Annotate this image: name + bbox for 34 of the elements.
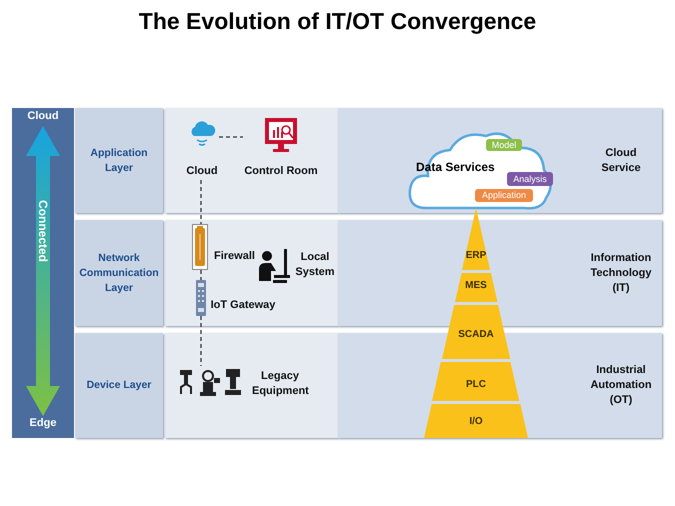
device-label: Local System (294, 250, 336, 280)
layer-panel (75, 108, 163, 213)
tag-label: Analysis (507, 172, 553, 186)
layer-panel (338, 108, 662, 213)
level-label: MES (464, 280, 488, 291)
device-label: Cloud (185, 164, 219, 179)
title: The Evolution of IT/OT Convergence (138, 8, 536, 34)
tag-label: Application (475, 189, 533, 202)
connector-line (200, 270, 202, 280)
level-label: PLC (464, 379, 487, 390)
level-label: I/O (468, 416, 484, 427)
tag-label: Model (486, 139, 522, 151)
device-label: Legacy Equipment (252, 369, 308, 399)
layer-panel (75, 220, 163, 326)
panel-label: Information Technology (IT) (590, 250, 652, 296)
device-label: IoT Gateway (210, 298, 276, 313)
layer-label: Network Communication Layer (78, 250, 160, 296)
level-label: ERP (464, 250, 488, 261)
device-label: Firewall (214, 249, 252, 264)
axis-end-label: Edge (28, 417, 58, 429)
layer-panel (338, 220, 662, 326)
panel-label: Cloud Service (600, 146, 642, 176)
arrow-label: Connected (35, 200, 51, 262)
level-label: SCADA (457, 329, 495, 340)
connector-line (200, 180, 202, 224)
layer-panel (75, 333, 163, 438)
cloud-title: Data Services (416, 160, 496, 174)
panel-label: Industrial Automation (OT) (589, 363, 653, 408)
device-label: Control Room (243, 164, 319, 179)
connector-line (219, 136, 243, 138)
axis-end-label: Cloud (26, 110, 60, 122)
layer-label: Application Layer (89, 146, 149, 176)
connector-line (200, 316, 202, 366)
layer-label: Device Layer (86, 378, 152, 393)
